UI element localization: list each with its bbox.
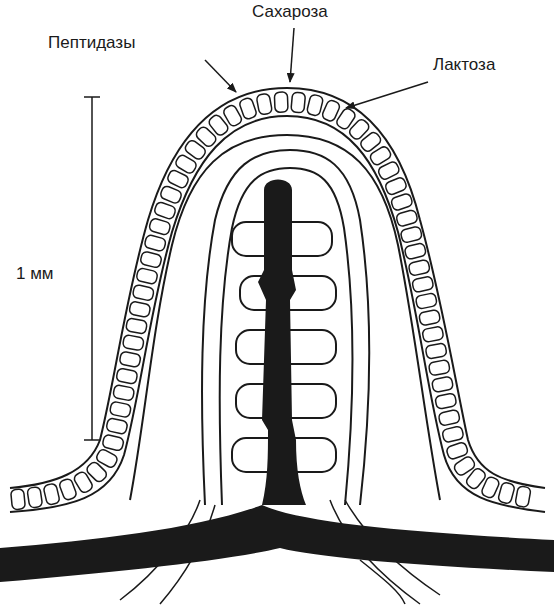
epithelial-cell [102,434,125,451]
epithelial-cell [274,92,288,113]
epithelial-cell [412,276,434,293]
epithelial-cell [129,301,151,318]
epithelial-cell [132,284,154,301]
epithelial-cell [390,193,413,212]
epithelial-cell [442,426,464,443]
epithelial-cell [43,483,60,505]
epithelial-cell [119,351,141,367]
epithelial-cell [428,359,450,376]
epithelial-cell [159,185,182,205]
epithelial-cell [27,486,43,508]
epithelial-cell [153,201,176,220]
epithelial-cell [408,259,430,276]
epithelial-cell [109,401,131,418]
epithelial-cell [425,343,447,360]
epithelial-cell [122,334,144,351]
part-label: Лактоза [433,55,495,75]
part-label: 1 мм [16,264,54,284]
epithelial-cell [384,176,407,196]
leader-arrows [205,28,428,108]
epithelial-cell [415,293,437,310]
base-vessel [0,505,554,582]
epithelial-cell [148,218,171,236]
epithelial-cell [239,97,258,120]
epithelial-cell [116,368,138,384]
epithelial-cell [106,418,128,435]
epithelial-cell [95,448,119,469]
part-label: Сахароза [252,2,328,22]
epithelial-cell [306,94,323,117]
epithelial-cell [136,268,158,285]
part-label: Пептидазы [48,33,135,53]
epithelial-cells [11,92,532,510]
epithelial-cell [396,209,419,227]
epithelium-outer [10,88,545,488]
lacteal [258,180,306,506]
epithelial-cell [498,482,516,505]
epithelial-cell [480,476,500,500]
epithelial-cell [431,376,453,393]
epithelial-cell [140,251,163,268]
epithelium-inner [10,116,545,512]
epithelial-cell [435,393,457,410]
scale-bar [84,97,100,440]
epithelial-cell [438,409,460,426]
epithelial-cell [11,489,26,510]
epithelial-cell [144,234,167,252]
capillary-network [202,150,369,505]
epithelial-cell [515,486,531,508]
epithelial-cell [422,326,444,343]
epithelial-cell [125,318,147,335]
epithelial-cell [400,226,423,244]
epithelial-cell [419,309,441,326]
epithelial-cell [113,385,135,402]
epithelial-cell [404,243,426,260]
epithelial-cell [291,92,306,113]
epithelial-cell [256,93,272,115]
